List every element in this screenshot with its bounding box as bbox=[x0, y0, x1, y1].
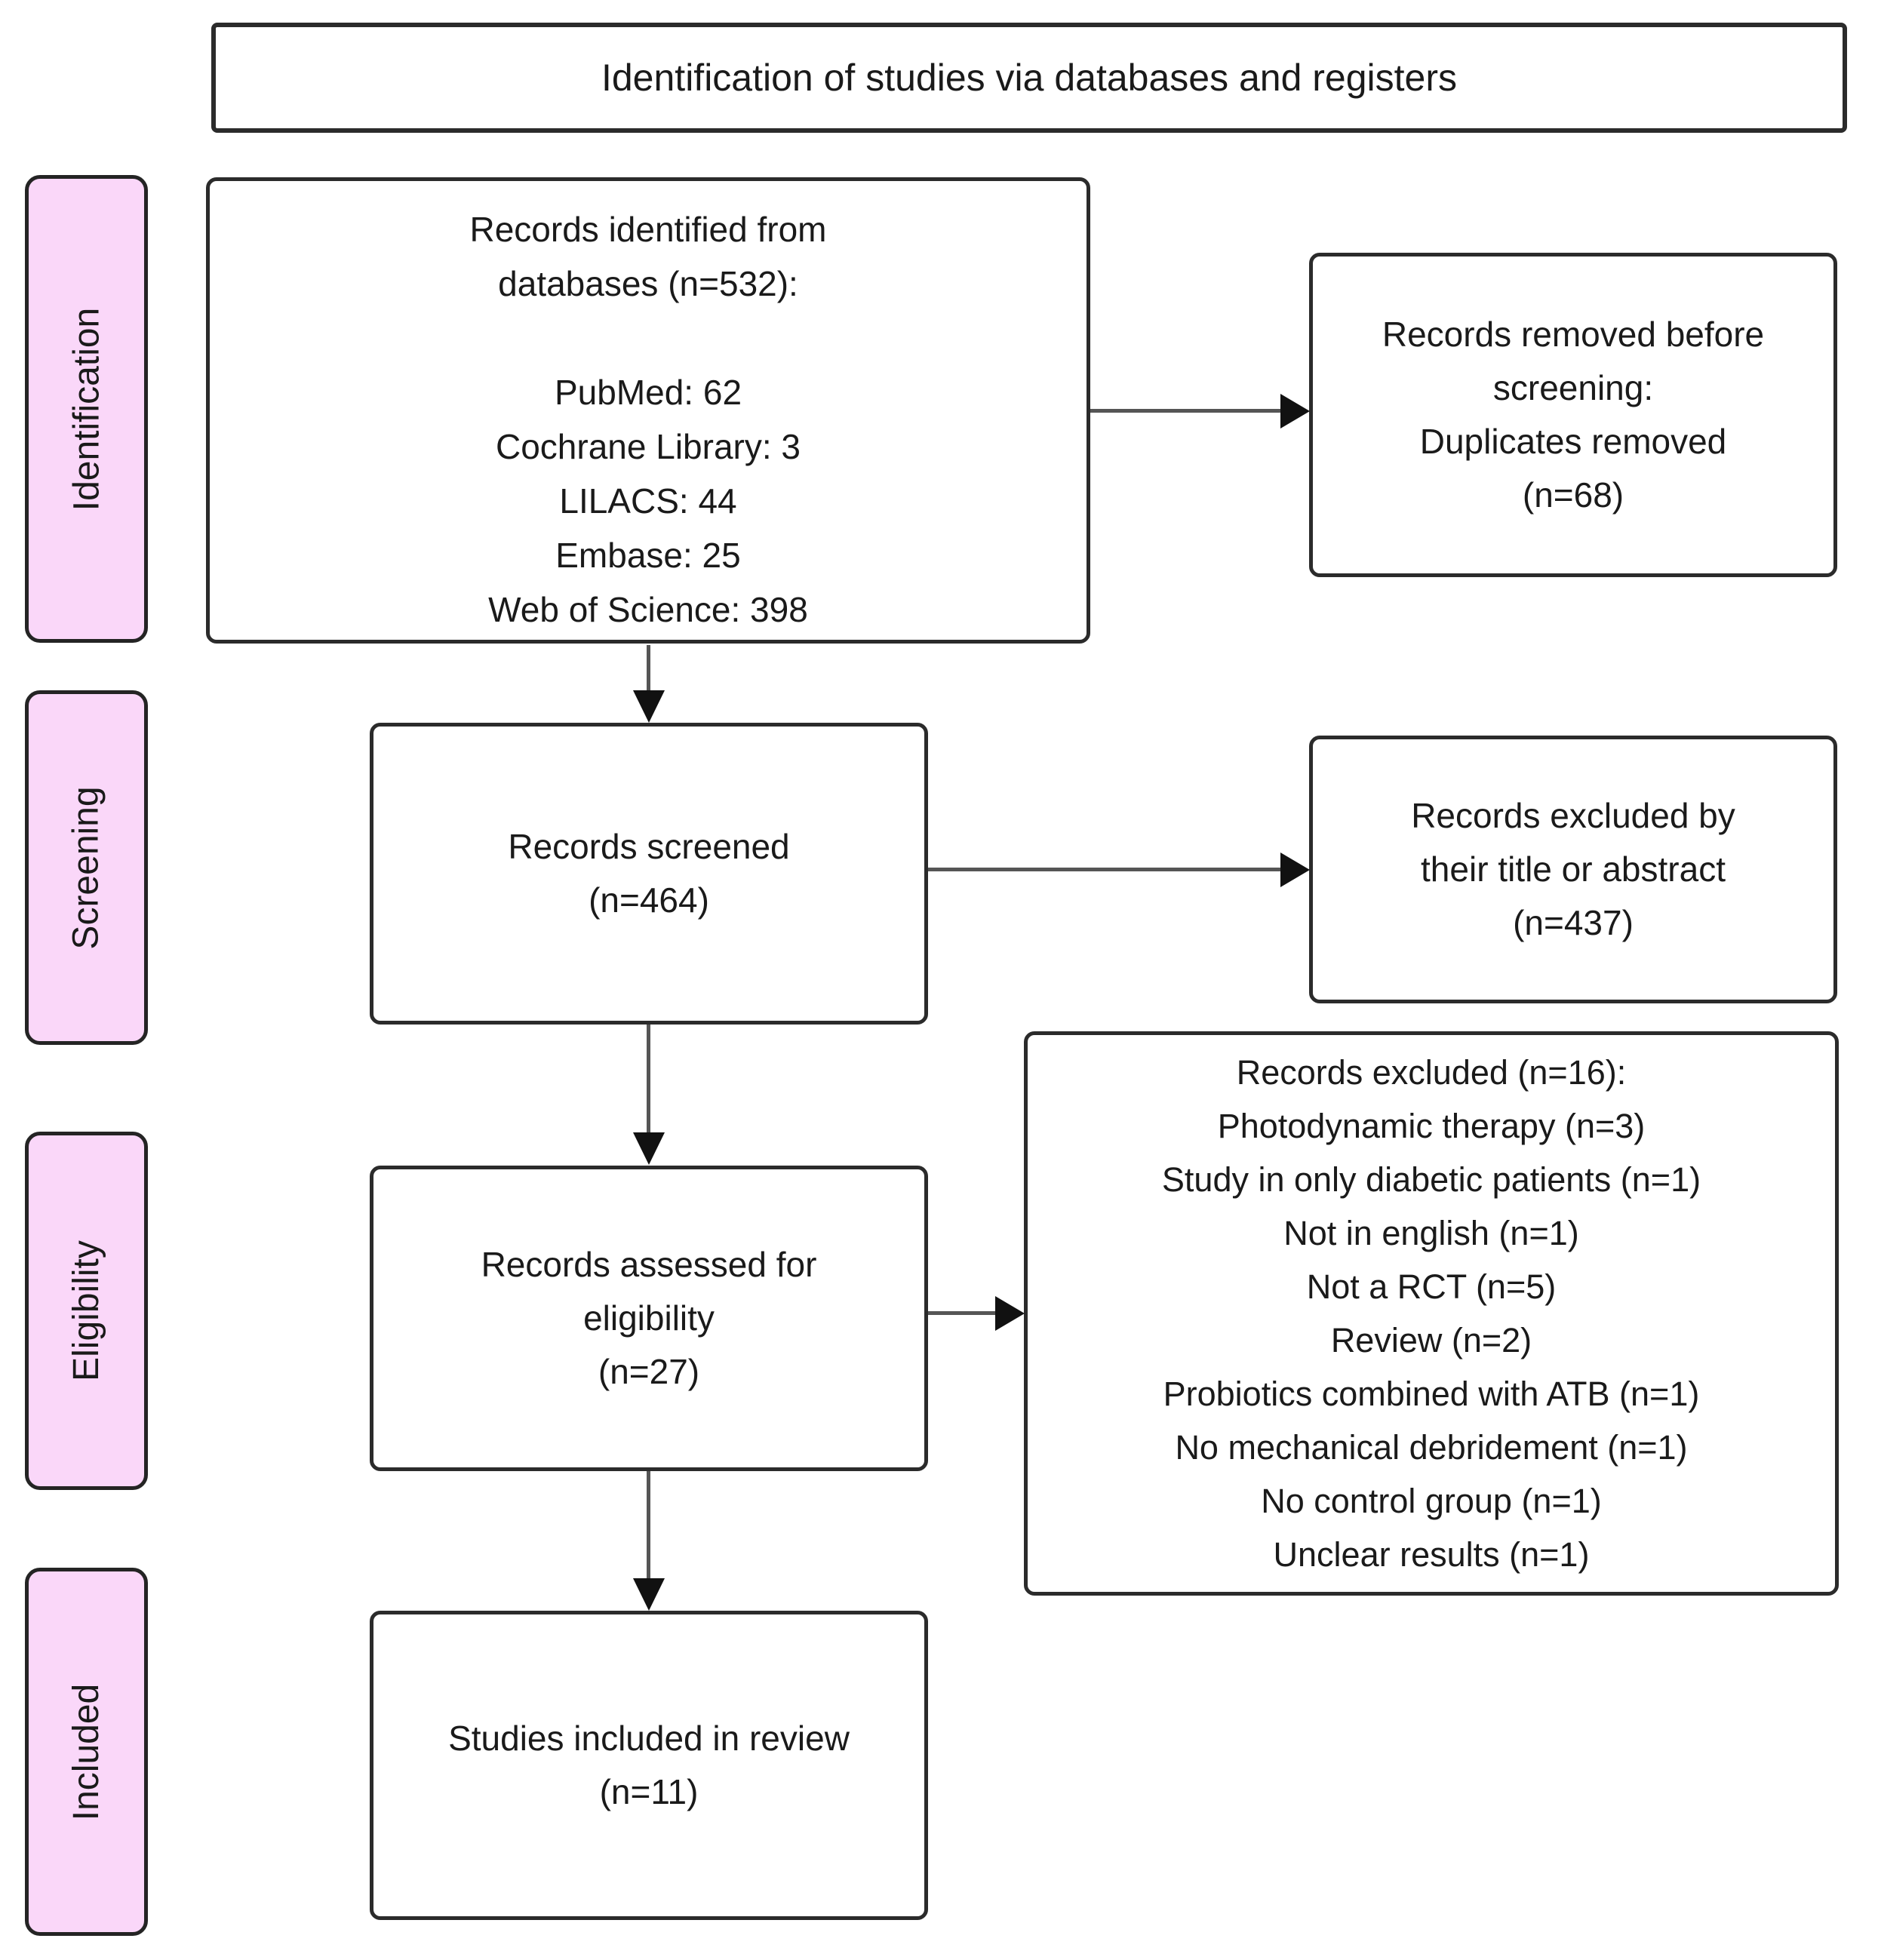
box-text-line: Study in only diabetic patients (n=1) bbox=[1161, 1160, 1701, 1199]
box-text-line: Embase: 25 bbox=[555, 536, 741, 575]
box-text-line: databases (n=532): bbox=[498, 264, 798, 303]
records-screened-box: Records screened (n=464) bbox=[370, 723, 928, 1025]
box-text-line: Records screened bbox=[508, 827, 790, 866]
box-text-line: their title or abstract bbox=[1421, 849, 1726, 889]
stage-label-included: Included bbox=[25, 1568, 148, 1936]
box-text-line: No control group (n=1) bbox=[1261, 1482, 1602, 1520]
studies-included-box: Studies included in review (n=11) bbox=[370, 1611, 928, 1920]
box-text-line: (n=68) bbox=[1522, 475, 1624, 515]
box-text-line: Not in english (n=1) bbox=[1283, 1214, 1579, 1252]
stage-label-identification: Identification bbox=[25, 175, 148, 643]
arrowhead-down-icon bbox=[633, 1578, 665, 1611]
arrow-identified-to-screened bbox=[647, 645, 650, 695]
stage-label-eligibility: Eligibility bbox=[25, 1132, 148, 1490]
stage-label-text: Included bbox=[66, 1683, 107, 1820]
box-text-line: (n=27) bbox=[598, 1352, 700, 1391]
box-text-line: Studies included in review bbox=[448, 1719, 850, 1758]
stage-label-text: Screening bbox=[66, 785, 107, 950]
box-text-line: (n=437) bbox=[1513, 903, 1634, 942]
box-text-line: LILACS: 44 bbox=[559, 481, 737, 521]
box-text-line: Unclear results (n=1) bbox=[1273, 1535, 1590, 1574]
arrow-screened-to-excluded bbox=[928, 868, 1286, 871]
box-text-line: Review (n=2) bbox=[1330, 1321, 1532, 1359]
stage-label-screening: Screening bbox=[25, 690, 148, 1045]
arrow-screened-to-assessed bbox=[647, 1025, 650, 1135]
records-assessed-box: Records assessed for eligibility (n=27) bbox=[370, 1166, 928, 1471]
box-text-line: Cochrane Library: 3 bbox=[496, 427, 801, 466]
box-text-line: Photodynamic therapy (n=3) bbox=[1217, 1107, 1646, 1145]
box-text-line: screening: bbox=[1492, 368, 1654, 407]
arrowhead-down-icon bbox=[633, 1132, 665, 1165]
records-excluded-title-abstract-box: Records excluded by their title or abstr… bbox=[1309, 736, 1837, 1003]
records-excluded-eligibility-box: Records excluded (n=16): Photodynamic th… bbox=[1024, 1031, 1839, 1596]
box-text-line: Duplicates removed bbox=[1419, 422, 1727, 461]
records-identified-box: Records identified from databases (n=532… bbox=[206, 177, 1090, 644]
box-text-line: Records removed before bbox=[1382, 315, 1765, 354]
box-text-line: PubMed: 62 bbox=[554, 373, 742, 412]
arrow-assessed-to-included bbox=[647, 1471, 650, 1581]
box-text-line: Not a RCT (n=5) bbox=[1306, 1267, 1557, 1306]
box-text-line: Records identified from bbox=[469, 210, 827, 249]
arrowhead-right-icon bbox=[1280, 394, 1310, 429]
box-text-line: Records excluded by bbox=[1411, 796, 1735, 835]
stage-label-text: Identification bbox=[66, 307, 107, 511]
box-text-line: Web of Science: 398 bbox=[488, 590, 808, 629]
arrowhead-right-icon bbox=[1280, 853, 1310, 887]
arrowhead-right-icon bbox=[995, 1296, 1025, 1331]
box-text-line: eligibility bbox=[583, 1298, 715, 1338]
diagram-title: Identification of studies via databases … bbox=[601, 56, 1457, 99]
box-text-line: (n=464) bbox=[589, 880, 709, 920]
box-text-line: (n=11) bbox=[599, 1772, 699, 1811]
records-removed-box: Records removed before screening: Duplic… bbox=[1309, 253, 1837, 577]
box-text-line: No mechanical debridement (n=1) bbox=[1175, 1428, 1688, 1467]
arrowhead-down-icon bbox=[633, 690, 665, 723]
arrow-assessed-to-excluded bbox=[928, 1311, 1000, 1315]
box-text-line: Probiotics combined with ATB (n=1) bbox=[1163, 1375, 1700, 1413]
box-text-line: Records excluded (n=16): bbox=[1236, 1053, 1627, 1092]
stage-label-text: Eligibility bbox=[66, 1240, 107, 1381]
diagram-title-box: Identification of studies via databases … bbox=[211, 23, 1847, 133]
arrow-identified-to-removed bbox=[1090, 409, 1286, 413]
box-text-line: Records assessed for bbox=[481, 1245, 817, 1284]
